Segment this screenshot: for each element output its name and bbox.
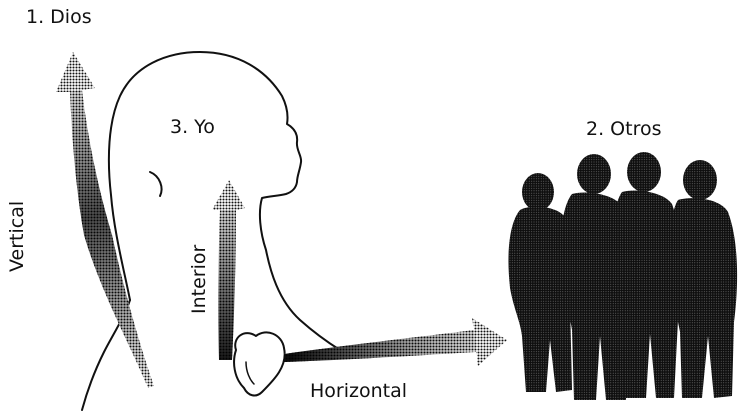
vertical-arrow-icon — [56, 52, 154, 388]
label-horizontal: Horizontal — [310, 380, 408, 402]
person-silhouette-3 — [612, 152, 682, 398]
person-silhouette-4 — [670, 160, 738, 398]
label-otros: 2. Otros — [586, 118, 662, 140]
person-silhouette-1 — [508, 173, 573, 392]
horizontal-arrow-shade — [284, 330, 476, 362]
label-dios: 1. Dios — [26, 6, 92, 28]
horizontal-arrow-icon — [284, 318, 507, 366]
label-yo: 3. Yo — [170, 116, 215, 138]
interior-arrow-shade — [218, 210, 236, 360]
interior-arrow-icon — [212, 180, 245, 360]
vertical-arrow-shade — [70, 90, 154, 388]
heart-inner-stroke — [245, 361, 255, 385]
group-of-people-silhouette-icon — [508, 152, 738, 400]
label-interior: Interior — [188, 244, 210, 314]
ear-curve — [149, 171, 163, 197]
heart-outline-icon — [233, 331, 286, 397]
label-vertical: Vertical — [6, 200, 28, 272]
head-back-and-shoulder-line — [107, 51, 341, 351]
